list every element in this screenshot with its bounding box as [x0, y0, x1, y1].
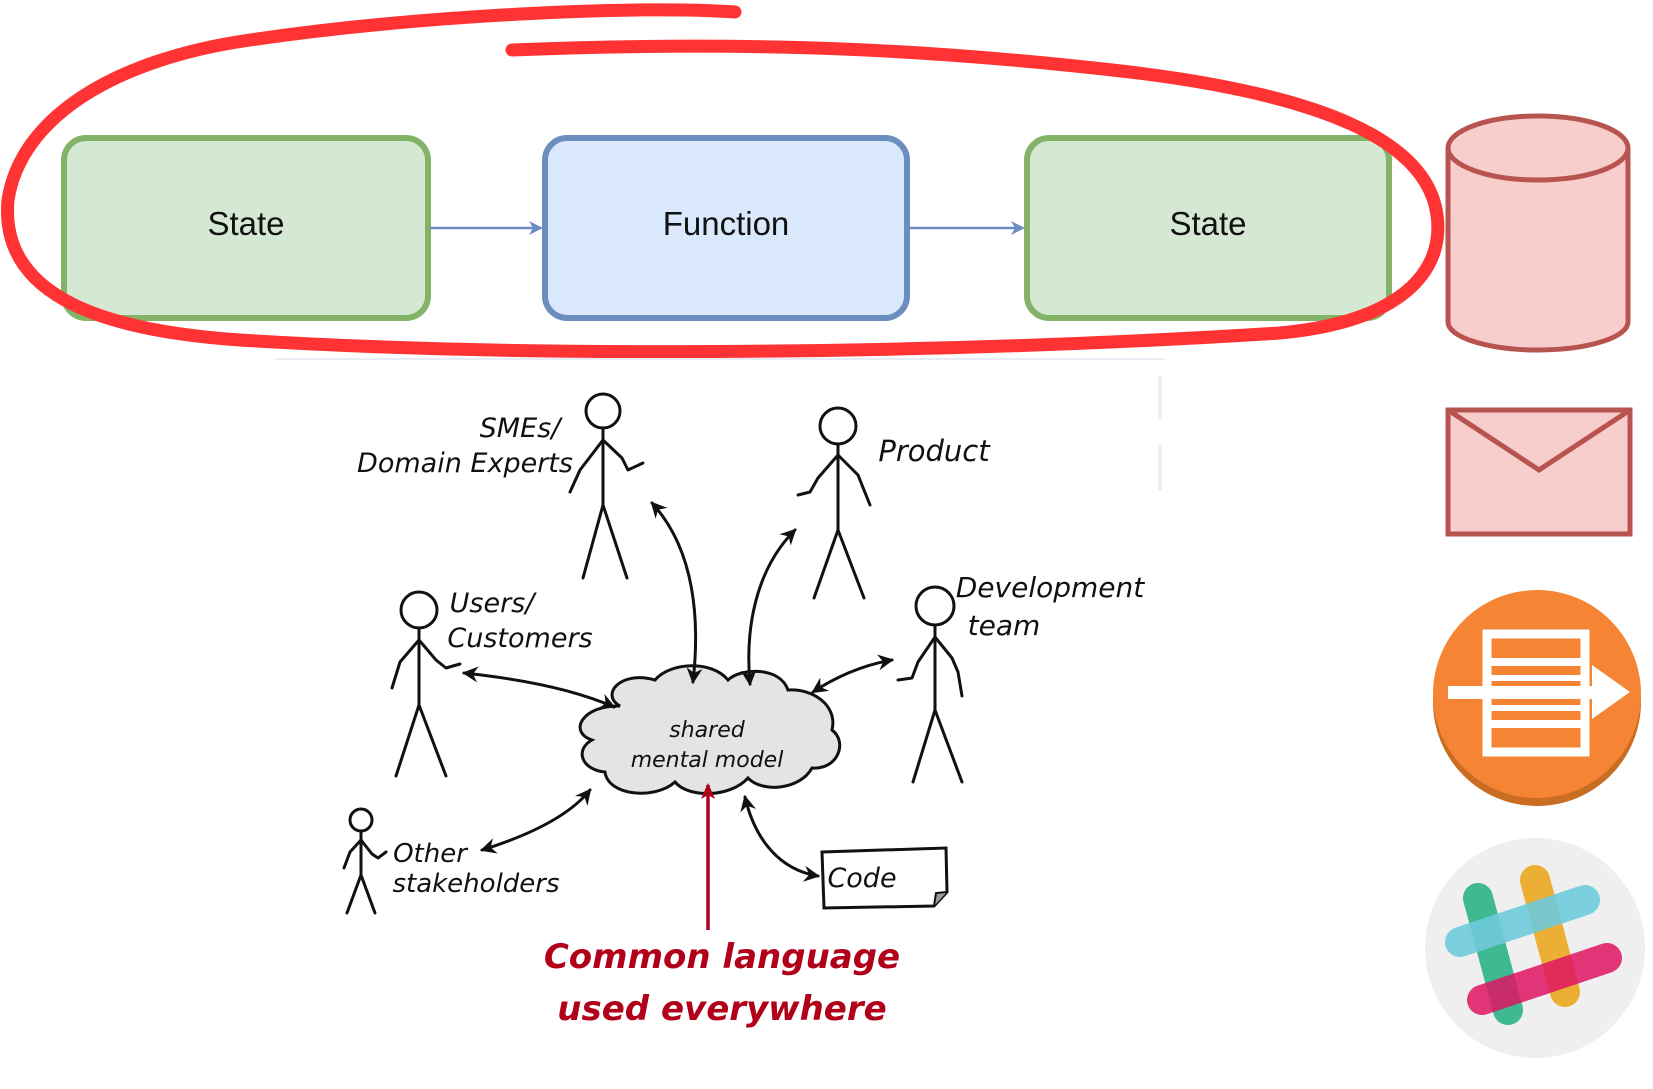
state-box-right-label: State	[1169, 205, 1246, 242]
sme-label-line1: SMEs/	[480, 413, 564, 444]
code-document	[820, 846, 949, 910]
arrow-other-cloud	[480, 788, 592, 854]
stick-figure-users	[390, 590, 462, 778]
arrow-dev-cloud	[811, 654, 894, 694]
function-box	[542, 135, 910, 321]
stick-figure-other	[342, 807, 388, 915]
dev-label-line1: Development	[956, 571, 1146, 604]
other-label-line1: Other	[393, 839, 469, 869]
cloud-label-line2: mental model	[631, 748, 784, 773]
arrow-sme-cloud	[650, 501, 703, 684]
database-icon	[1445, 113, 1631, 353]
state-box-left-label: State	[207, 205, 284, 242]
stick-figure-product	[796, 406, 872, 600]
sketch-diagram: SMEs/ Domain Experts Product Users/ Cust…	[275, 358, 1165, 1029]
common-language-line2: used everywhere	[557, 989, 886, 1029]
users-label-line1: Users/	[450, 588, 538, 619]
other-label-line2: stakeholders	[392, 869, 559, 899]
product-label: Product	[878, 434, 991, 468]
stick-figure-sme	[568, 392, 645, 580]
cloud-label-line1: shared	[669, 718, 745, 743]
state-box-right	[1024, 135, 1392, 321]
common-language-line1: Common language	[544, 937, 900, 977]
slack-icon	[1425, 838, 1645, 1058]
arrow-users-cloud	[462, 666, 616, 709]
message-queue-icon	[1433, 590, 1641, 806]
stick-figure-dev	[896, 585, 964, 784]
shared-model-cloud	[578, 664, 842, 795]
arrow-code-cloud	[740, 795, 820, 882]
function-box-label: Function	[663, 205, 790, 242]
state-box-left	[61, 135, 431, 321]
highlight-loop	[1, 3, 1445, 359]
dev-label-line2: team	[968, 609, 1041, 642]
users-label-line2: Customers	[447, 623, 592, 654]
sme-label-line2: Domain Experts	[357, 448, 573, 479]
envelope-icon	[1445, 407, 1633, 537]
flow-diagram: State Function State	[61, 135, 1392, 321]
arrow-product-cloud	[740, 528, 797, 686]
code-label: Code	[827, 863, 896, 894]
